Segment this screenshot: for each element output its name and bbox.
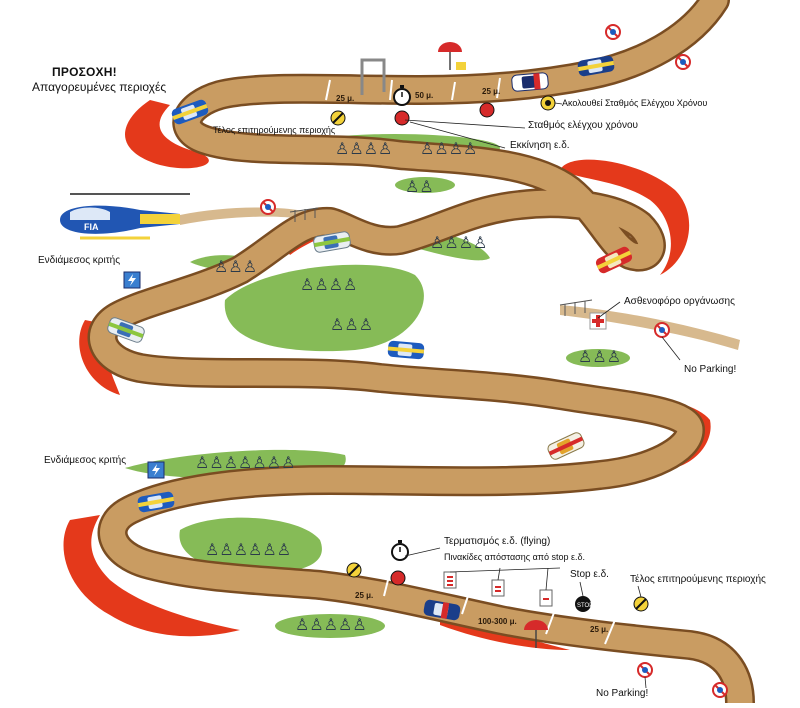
label-finish-flying: Τερματισμός ε.δ. (flying) [444,536,551,547]
lightning-icon [147,461,165,479]
rally-car [577,55,615,77]
flying-finish-sign [390,570,406,586]
spectator-crowds: ♙♙♙♙ ♙♙♙♙ ♙♙ ♙♙♙♙ ♙♙♙ ♙♙♙♙ ♙♙♙ ♙♙♙ ♙♙♙♙♙… [195,139,621,634]
stop-sign: STOP [575,596,593,612]
distance-sign [539,589,553,607]
label-time-control-station: Σταθμός ελέγχου χρόνου [528,120,639,131]
no-parking-signs [260,24,728,698]
start-gate [360,58,386,95]
danger-zone [63,515,240,637]
label-follow-time-control: Ακολουθεί Σταθμός Ελέγχου Χρόνου [562,98,708,108]
spectator-group: ♙♙♙ [578,347,621,366]
distance-sign [443,571,457,589]
label-judge-bottom: Ενδιάμεσος κριτής [44,455,127,466]
spectator-group: ♙♙♙♙♙♙ [205,540,291,559]
time-control-sign [479,102,495,118]
label-no-parking-mid: No Parking! [684,364,737,375]
rally-car [511,72,549,92]
spectator-zone [566,349,630,367]
label-end-restricted-bottom: Τέλος επιτηρούμενης περιοχής [630,574,766,585]
label-stop-ss: Stop ε.δ. [570,569,609,580]
road-mark: 25 μ. [590,625,608,634]
red-cross-icon [589,312,607,330]
road-mark: 100-300 μ. [478,617,517,626]
no-parking-icon [654,322,670,338]
rally-car [313,231,351,253]
road-mark: 25 μ. [482,87,500,96]
rally-cars [107,55,633,621]
spectator-group: ♙♙ [405,177,434,196]
road-mark: 50 μ. [415,91,433,100]
danger-zone [560,159,690,275]
stopwatch-icon [391,540,409,561]
end-restricted-sign [330,110,346,126]
spectator-group: ♙♙♙♙ [300,275,357,294]
rally-car [547,432,585,460]
spectator-group: ♙♙♙ [330,315,373,334]
umbrella-icon [438,42,466,70]
spectator-zone [275,614,385,638]
no-parking-icon [637,662,653,678]
spectator-zone [224,264,424,352]
pointer-lines [404,102,681,689]
spectator-group: ♙♙♙♙♙♙♙ [195,453,295,472]
spectator-zone [179,517,322,573]
helicopter-icon: FIA [60,193,190,240]
umbrella-icon [524,620,548,648]
label-start-ss: Εκκίνηση ε.δ. [510,140,570,151]
spectator-group: ♙♙♙♙ [335,139,392,158]
no-parking-icon [605,24,621,40]
end-restricted-sign [346,562,362,578]
rally-car [137,491,175,513]
dirt-track [560,305,740,350]
danger-zone [125,100,209,169]
road-mark: 25 μ. [355,591,373,600]
warning-subtitle: Απαγορευμένες περιοχές [32,80,167,94]
distance-sign [491,579,505,597]
rally-car [387,340,425,360]
rally-car [171,99,209,125]
stopwatch-icon [393,85,411,106]
spectator-group: ♙♙♙♙ [420,139,477,158]
danger-zone [440,610,570,650]
control-signs: STOP [330,85,649,612]
helicopter-tag: FIA [84,222,99,232]
spectator-group: ♙♙♙♙♙ [295,615,367,634]
svg-text:STOP: STOP [577,603,593,609]
spectator-zone [395,177,455,193]
label-ambulance: Ασθενοφόρο οργάνωσης [624,296,735,307]
label-no-parking-bottom: No Parking! [596,688,649,699]
stage-road [90,0,753,708]
rally-car [423,599,461,621]
spectator-group: ♙♙♙♙ [430,233,487,252]
lightning-icon [123,271,141,289]
label-judge-top: Ενδιάμεσος κριτής [38,255,121,266]
spectator-group: ♙♙♙ [214,257,257,276]
road-mark: 25 μ. [336,94,354,103]
label-distance-signs: Πινακίδες απόστασης από stop ε.δ. [444,552,586,562]
fence [289,207,593,316]
follow-control-sign [540,95,556,111]
rally-car [107,317,145,343]
end-restricted-sign [633,596,649,612]
no-parking-icon [675,54,691,70]
no-parking-icon [260,199,276,215]
rally-car [595,246,633,274]
no-parking-icon [712,682,728,698]
warning-title: ΠΡΟΣΟΧΗ! [52,65,117,79]
label-end-restricted-top: Τέλος επιτηρούμενης περιοχής [213,125,336,135]
time-control-sign [394,110,410,126]
dirt-track [180,207,320,225]
